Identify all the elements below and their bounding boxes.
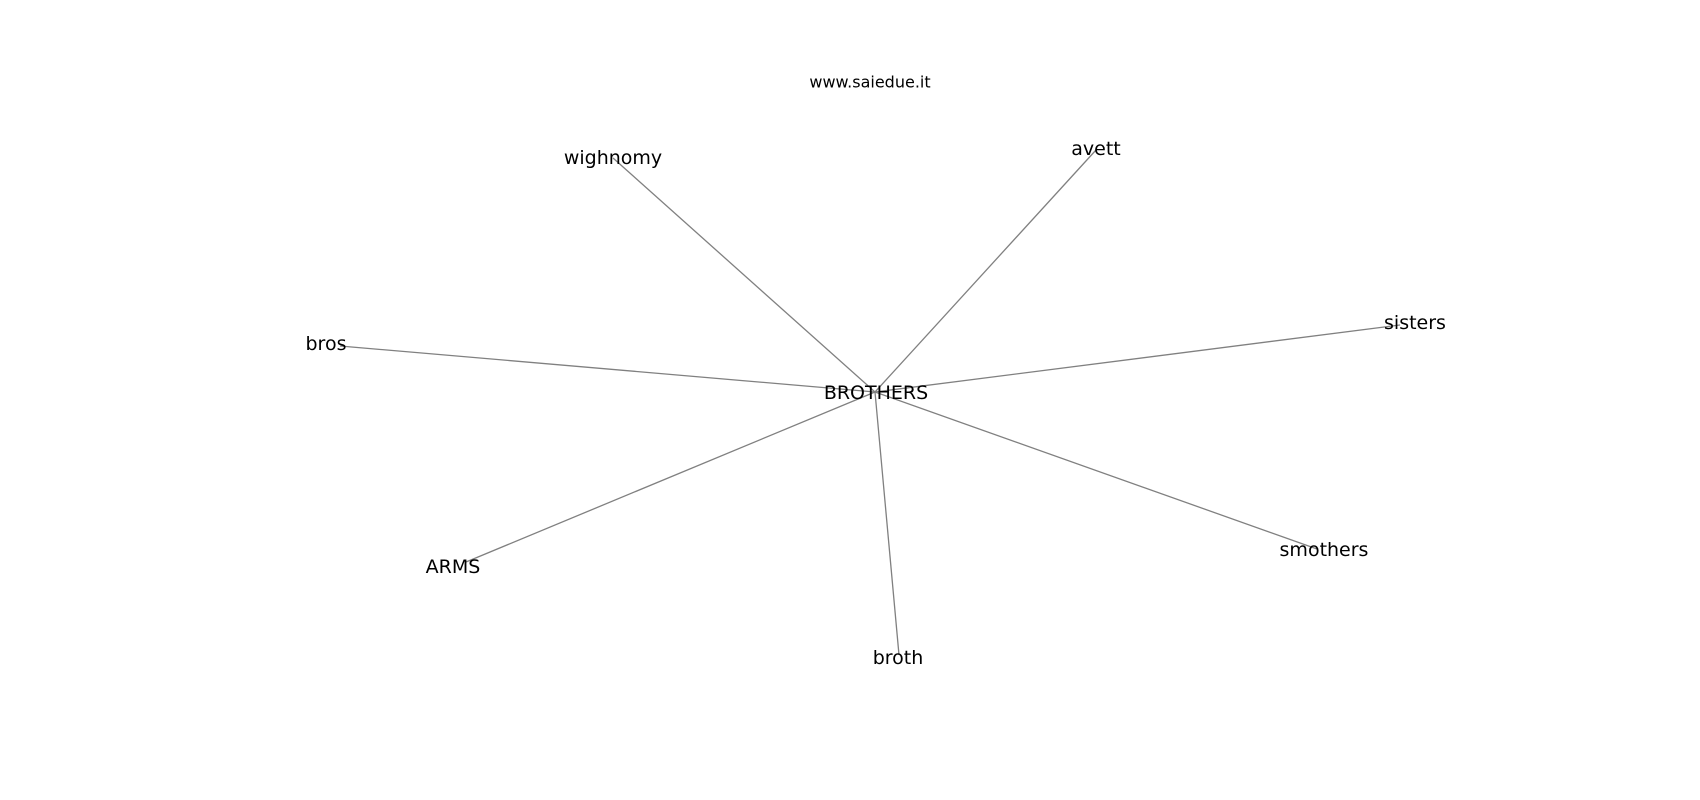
edge-bros: [339, 345, 876, 393]
node-wighnomy: wighnomy: [564, 147, 662, 169]
node-brothers: BROTHERS: [824, 382, 928, 404]
edge-arms: [465, 391, 876, 563]
node-arms: ARMS: [426, 556, 481, 578]
node-smothers: smothers: [1280, 539, 1369, 561]
edge-broth: [874, 391, 900, 656]
node-avett: avett: [1071, 138, 1120, 160]
site-watermark: www.saiedue.it: [809, 73, 930, 92]
node-sisters: sisters: [1384, 312, 1446, 334]
labels-layer: BROTHERS wighnomy avett sisters bros smo…: [306, 138, 1446, 669]
edges-layer: [339, 149, 1401, 656]
edge-sisters: [874, 324, 1401, 393]
edge-avett: [874, 149, 1097, 393]
edge-smothers: [874, 391, 1318, 550]
node-broth: broth: [873, 647, 924, 669]
edge-wighnomy: [612, 157, 876, 393]
node-bros: bros: [306, 333, 347, 355]
